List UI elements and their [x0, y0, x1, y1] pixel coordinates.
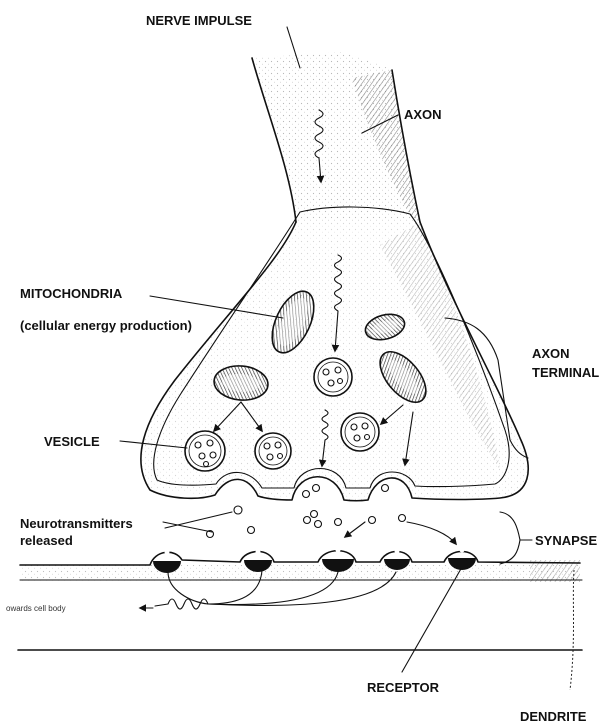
vesicle-2	[185, 431, 225, 471]
label-axon: AXON	[404, 107, 442, 122]
label-receptor: RECEPTOR	[367, 680, 440, 695]
vesicle-3	[255, 433, 291, 469]
label-synapse: SYNAPSE	[535, 533, 597, 548]
label-mitochondria: MITOCHONDRIA	[20, 286, 123, 301]
label-neurotransmitters-line1: Neurotransmitters	[20, 516, 133, 531]
label-mitochondria-note: (cellular energy production)	[20, 318, 192, 333]
label-vesicle: VESICLE	[44, 434, 100, 449]
vesicle-4	[341, 413, 379, 451]
label-dendrite: DENDRITE	[520, 709, 587, 724]
label-nerve-impulse: NERVE IMPULSE	[146, 13, 252, 28]
label-axon-terminal-line1: AXON	[532, 346, 570, 361]
label-to-cell-body: owards cell body	[6, 604, 66, 613]
label-neurotransmitters-line2: released	[20, 533, 73, 548]
vesicle-1	[314, 358, 352, 396]
dendrite	[18, 551, 582, 690]
label-axon-terminal-line2: TERMINAL	[532, 365, 599, 380]
axon	[252, 52, 420, 222]
